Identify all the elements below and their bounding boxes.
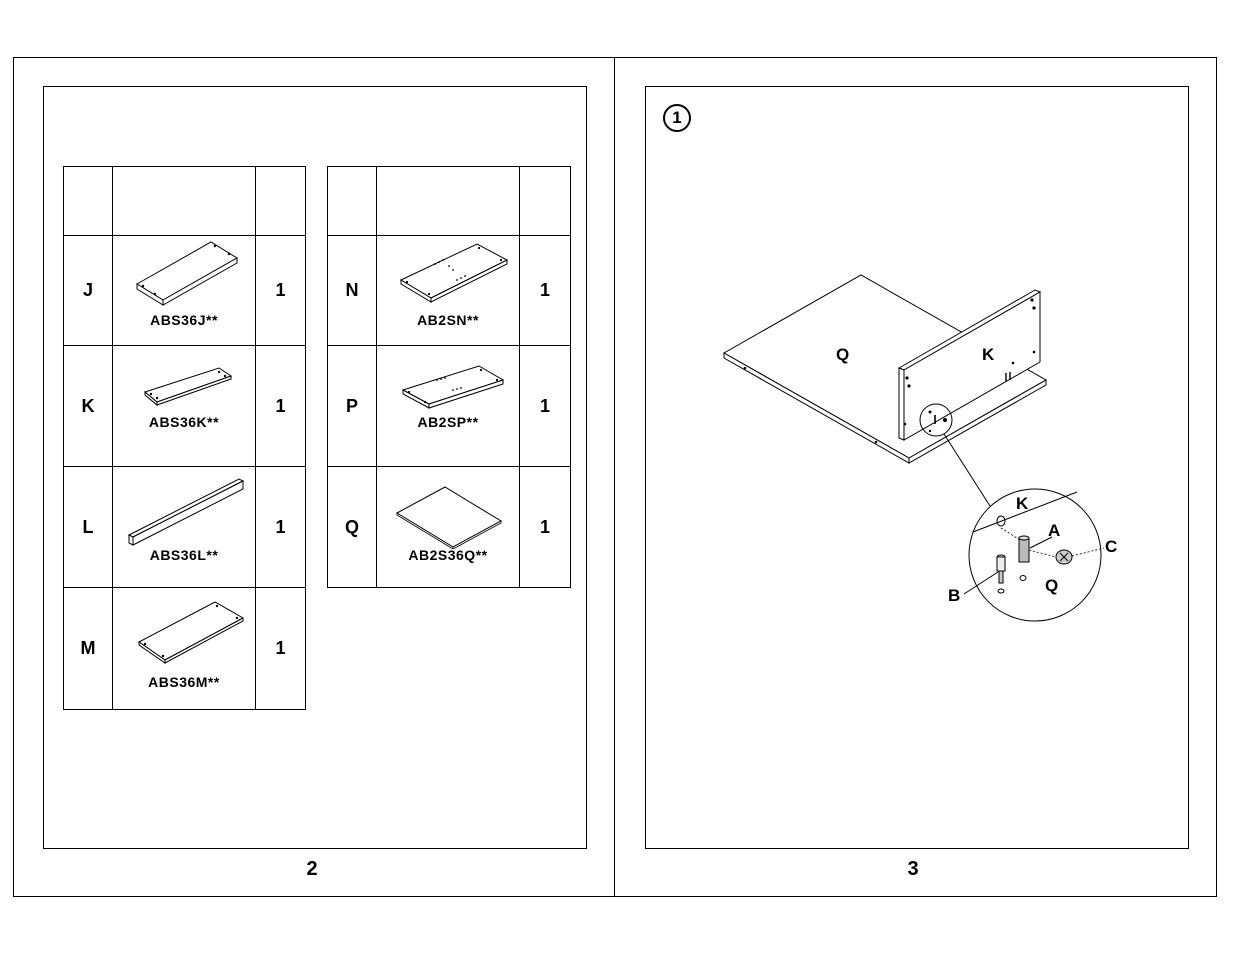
part-quantity: 1	[255, 345, 306, 467]
part-quantity: 1	[255, 466, 306, 588]
left-page-panel	[43, 86, 587, 849]
part-quantity: 1	[519, 466, 571, 588]
part-code: ABS36M**	[148, 674, 220, 690]
part-letter: Q	[327, 466, 377, 588]
part-cell: AB2SN**	[376, 235, 520, 346]
step-number-badge: 1	[663, 104, 691, 132]
part-cell: ABS36J**	[112, 235, 256, 346]
right-page-panel	[645, 86, 1189, 849]
panel-m-drawing	[138, 601, 245, 664]
parts-table-2: N AB2SN** 1 P	[327, 166, 571, 588]
part-code: ABS36L**	[149, 547, 219, 563]
label-detail-a: A	[1048, 521, 1061, 540]
part-quantity: 1	[255, 587, 306, 710]
part-letter: M	[63, 587, 113, 710]
panel-q-drawing	[395, 486, 503, 549]
label-detail-k: K	[1016, 494, 1029, 513]
table-row: K ABS36K** 1	[63, 345, 306, 467]
table-row: L ABS36L** 1	[63, 466, 306, 588]
part-code: AB2SN**	[417, 312, 479, 328]
label-panel-k: K	[982, 345, 995, 364]
part-letter: P	[327, 345, 377, 467]
page-number-right: 3	[907, 858, 919, 880]
part-code: AB2SP**	[417, 414, 479, 430]
manual-spread	[13, 57, 1217, 897]
label-detail-c: C	[1105, 537, 1118, 556]
part-cell: AB2S36Q**	[376, 466, 520, 588]
label-detail-q: Q	[1045, 576, 1059, 595]
part-quantity: 1	[255, 235, 306, 346]
rail-l-drawing	[127, 478, 245, 546]
label-panel-q: Q	[836, 345, 850, 364]
shelf-k-drawing	[143, 367, 233, 407]
table-header-row	[327, 166, 571, 236]
part-code: ABS36J**	[150, 312, 218, 328]
page-divider	[614, 57, 615, 897]
table-row: M ABS36M** 1	[63, 587, 306, 710]
part-code: ABS36K**	[148, 414, 220, 430]
part-cell: AB2SP**	[376, 345, 520, 467]
part-letter: L	[63, 466, 113, 588]
page-number-left: 2	[306, 858, 318, 880]
panel-p-drawing	[401, 365, 505, 409]
part-cell: ABS36M**	[112, 587, 256, 710]
table-row: N AB2SN** 1	[327, 235, 571, 346]
part-cell: ABS36L**	[112, 466, 256, 588]
table-row: Q AB2S36Q** 1	[327, 466, 571, 588]
table-row: J ABS36J** 1	[63, 235, 306, 346]
label-detail-b: B	[948, 586, 961, 605]
part-quantity: 1	[519, 235, 571, 346]
panel-n-drawing	[399, 243, 509, 303]
table-row: P AB2SP** 1	[327, 345, 571, 467]
shelf-j-drawing	[136, 241, 238, 306]
part-quantity: 1	[519, 345, 571, 467]
parts-table-1: J ABS36J** 1 K ABS36K** 1	[63, 166, 306, 710]
part-code: AB2S36Q**	[408, 547, 488, 563]
